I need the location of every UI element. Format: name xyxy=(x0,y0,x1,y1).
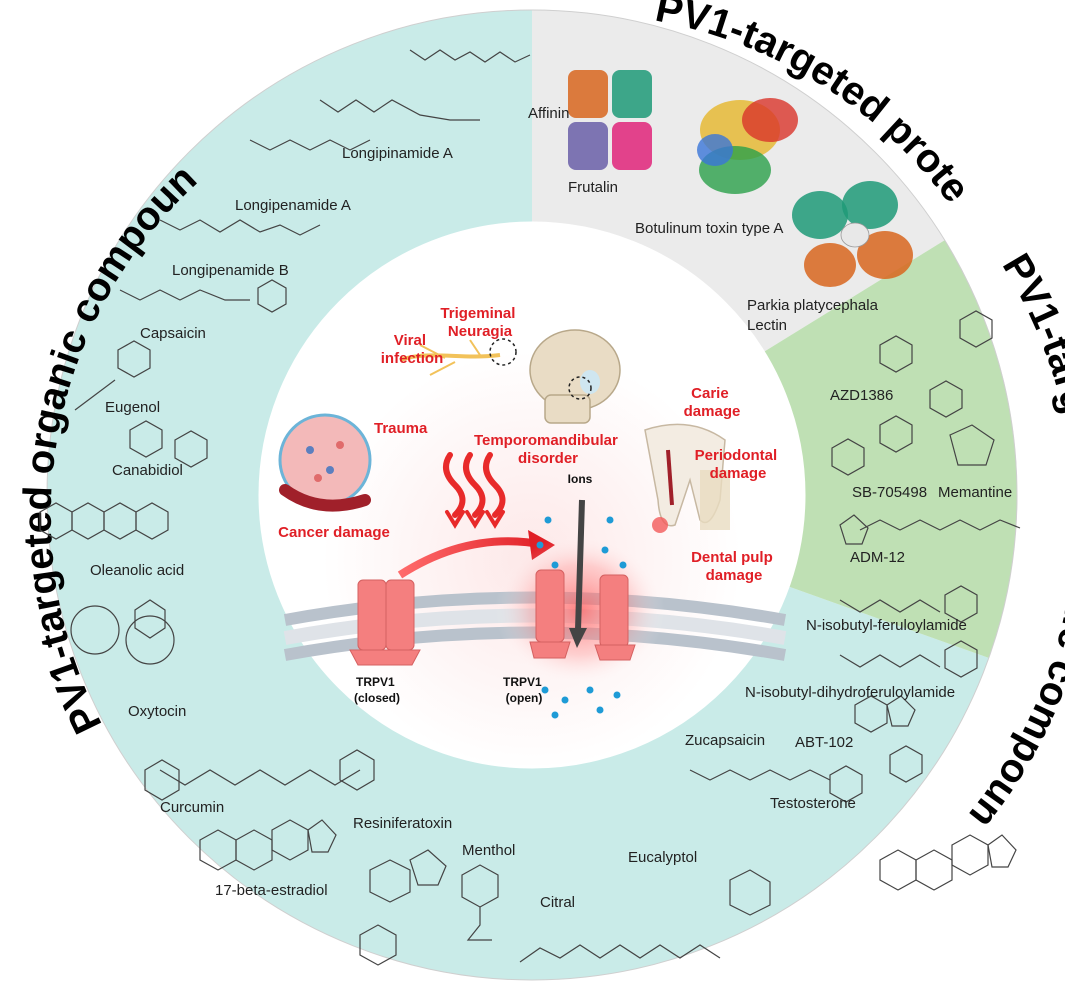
synthetic-label: N-isobutyl-dihydroferuloylamide xyxy=(745,684,955,701)
compound-label: Curcumin xyxy=(160,799,224,816)
compound-label: Citral xyxy=(540,894,575,911)
tumor-illustration xyxy=(278,413,372,512)
protein-label: Parkia platycephala xyxy=(747,297,879,314)
synthetic-labels: AZD1386 SB-705498 Memantine ADM-12 N-iso… xyxy=(745,387,1012,751)
synthetic-label: Memantine xyxy=(938,484,1012,501)
synthetic-label: N-isobutyl-feruloylamide xyxy=(806,617,967,634)
center-scene xyxy=(278,329,787,719)
protein-structures xyxy=(568,70,913,287)
organic-structures xyxy=(39,49,1017,966)
compound-label: Zucapsaicin xyxy=(685,732,765,749)
compound-label: Longipinamide A xyxy=(342,145,453,162)
protein-label: Frutalin xyxy=(568,179,618,196)
skull-illustration xyxy=(529,329,621,424)
activation-arrow xyxy=(397,537,546,579)
trpv1-open-channel xyxy=(529,569,636,661)
protein-label: Botulinum toxin type A xyxy=(635,220,783,237)
dental-pulp-damage-label: Dental pulp damage xyxy=(691,549,777,584)
compound-label: Longipenamide A xyxy=(235,197,351,214)
tooth-illustration xyxy=(644,423,730,533)
ions xyxy=(536,516,627,719)
trauma-label: Trauma xyxy=(374,420,428,437)
organic-labels: Affinin Longipinamide A Longipenamide A … xyxy=(90,105,856,911)
synthetic-label: ABT-102 xyxy=(795,734,853,751)
compound-label: Oleanolic acid xyxy=(90,562,184,579)
compound-label: Menthol xyxy=(462,842,515,859)
synthetic-structures xyxy=(831,310,1021,783)
nerve-illustration xyxy=(399,338,517,376)
compound-label: Testosterone xyxy=(770,795,856,812)
trigeminal-label: Trigeminal Neuragia xyxy=(440,305,519,340)
compound-label: Eugenol xyxy=(105,399,160,416)
heat-waves-icon xyxy=(443,452,506,529)
cancer-damage-label: Cancer damage xyxy=(278,524,390,541)
compound-label: 17-beta-estradiol xyxy=(215,882,328,899)
carie-damage-label: Carie damage xyxy=(684,385,741,420)
compound-label: Affinin xyxy=(528,105,569,122)
ion-flow-arrow xyxy=(569,499,587,648)
ions-label: Ions xyxy=(568,472,593,486)
protein-label: Lectin xyxy=(747,317,787,334)
trpv1-closed-channel xyxy=(349,579,421,666)
trpv1-closed-label: TRPV1 (closed) xyxy=(354,675,400,705)
compound-label: Canabidiol xyxy=(112,462,183,479)
compound-label: Resiniferatoxin xyxy=(353,815,452,832)
synthetic-label: AZD1386 xyxy=(830,387,893,404)
protein-labels: Frutalin Botulinum toxin type A Parkia p… xyxy=(568,179,879,334)
viral-infection-label: Viral infection xyxy=(381,332,444,367)
compound-label: Oxytocin xyxy=(128,703,186,720)
tmd-label: Temporomandibular disorder xyxy=(474,432,622,467)
trpv1-open-label: TRPV1 (open) xyxy=(503,675,545,705)
compound-label: Eucalyptol xyxy=(628,849,697,866)
compound-label: Longipenamide B xyxy=(172,262,289,279)
synthetic-label: ADM-12 xyxy=(850,549,905,566)
compound-label: Capsaicin xyxy=(140,325,206,342)
synthetic-label: SB-705498 xyxy=(852,484,927,501)
periodontal-damage-label: Periodontal damage xyxy=(695,447,782,482)
